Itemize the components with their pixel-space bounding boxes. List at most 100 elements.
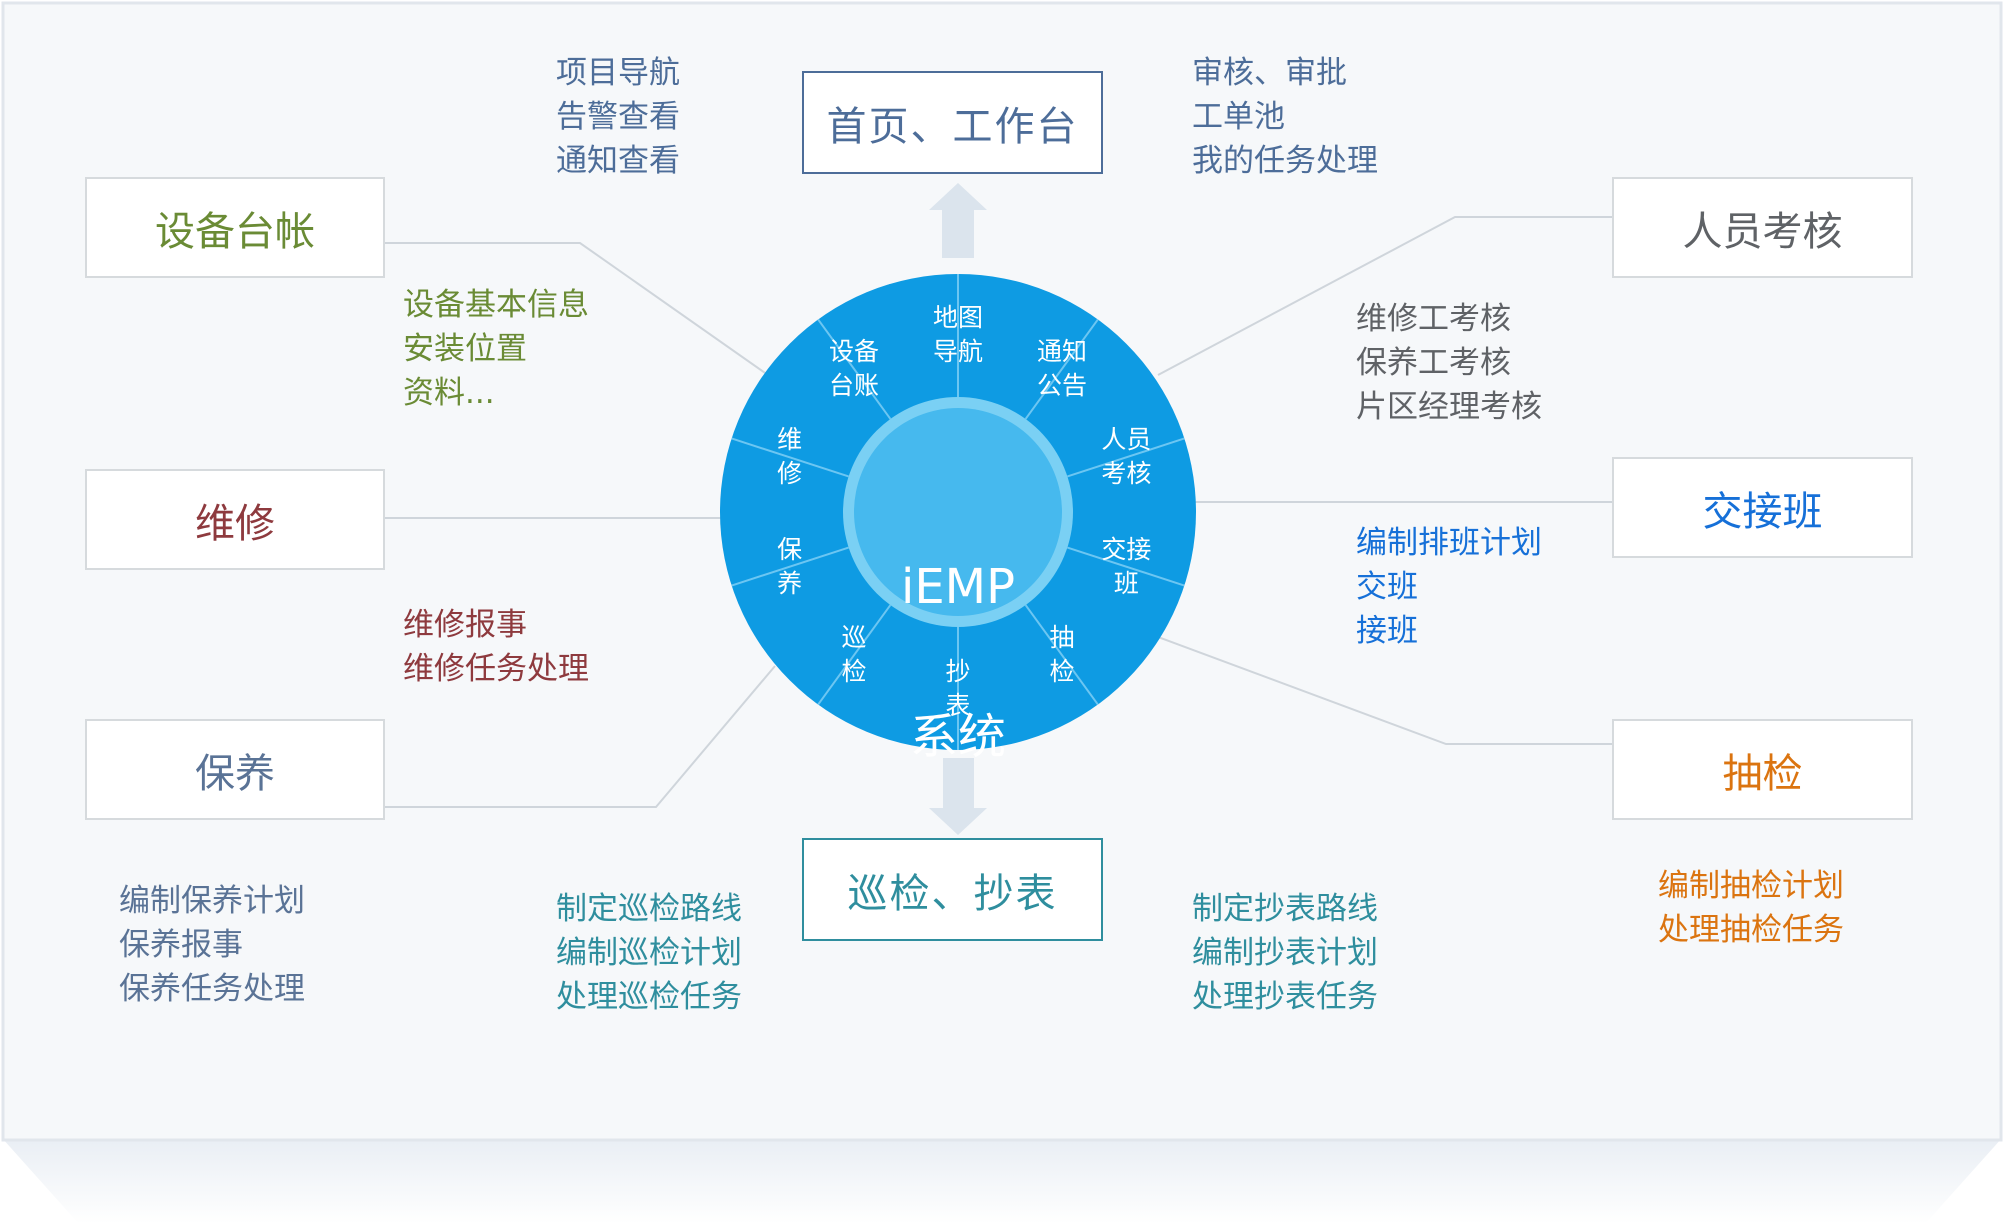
module-shift-box[interactable]: 交接班 — [1612, 457, 1913, 558]
list-item: 制定巡检路线 — [556, 891, 742, 927]
wheel-segment-label[interactable]: 抽检 — [1012, 615, 1112, 695]
list-item: 维修工考核 — [1356, 301, 1511, 337]
wheel-segment-text: 班 — [1113, 568, 1139, 598]
module-assessment-box[interactable]: 人员考核 — [1612, 177, 1913, 278]
wheel-divider — [817, 318, 892, 420]
spotcheck-list: 编制抽检计划 处理抽检任务 — [1658, 864, 1844, 952]
list-item: 保养工考核 — [1356, 345, 1511, 381]
wheel-segment-text: 台账 — [828, 370, 879, 400]
list-item: 处理巡检任务 — [556, 979, 742, 1015]
wheel-segment-text: 导航 — [932, 337, 983, 366]
connector-equipment — [385, 242, 769, 376]
equipment-list: 设备基本信息 安装位置 资料... — [403, 283, 589, 415]
hub-title-line1: iEMP — [900, 559, 1016, 615]
wheel-segment-label[interactable]: 设备台账 — [804, 329, 904, 409]
list-item: 通知查看 — [556, 143, 680, 179]
list-item: 编制抄表计划 — [1192, 935, 1378, 971]
wheel-segment-label[interactable]: 人员考核 — [1076, 417, 1176, 497]
connector-maintenance — [385, 665, 776, 808]
module-repair-box[interactable]: 维修 — [85, 469, 385, 570]
list-item: 维修任务处理 — [403, 651, 589, 687]
wheel-segment-text: 检 — [1049, 657, 1075, 687]
repair-list: 维修报事 维修任务处理 — [403, 603, 589, 691]
wheel-segment-text: 抽 — [1049, 623, 1075, 653]
wheel-segment-label[interactable]: 通知公告 — [1012, 329, 1112, 409]
module-home-title: 首页、工作台 — [826, 103, 1079, 150]
connector-assessment — [1157, 216, 1612, 376]
module-shift-title: 交接班 — [1702, 488, 1823, 535]
wheel-segment-label[interactable]: 抄表 — [908, 649, 1008, 729]
inspection-left-list: 制定巡检路线 编制巡检计划 处理巡检任务 — [556, 887, 742, 1019]
wheel-segment-text: 表 — [945, 691, 971, 720]
wheel-dividers — [731, 274, 1185, 750]
module-equipment-title: 设备台帐 — [155, 208, 315, 255]
maintenance-list: 编制保养计划 保养报事 保养任务处理 — [119, 879, 305, 1011]
wheel-segment-label[interactable]: 地图导航 — [908, 295, 1008, 375]
wheel-segment-label[interactable]: 保养 — [740, 527, 840, 607]
wheel-divider — [1024, 604, 1099, 706]
panel-shadow — [2, 1138, 2002, 1224]
list-item: 处理抄表任务 — [1192, 979, 1378, 1015]
list-item: 编制巡检计划 — [556, 935, 742, 971]
assessment-list: 维修工考核 保养工考核 片区经理考核 — [1356, 297, 1542, 429]
list-item: 编制抽检计划 — [1658, 868, 1844, 904]
shift-list: 编制排班计划 交班 接班 — [1356, 521, 1542, 653]
list-item: 资料... — [403, 375, 495, 411]
wheel-divider — [817, 604, 892, 706]
connector-spotcheck — [1149, 633, 1612, 745]
list-item: 接班 — [1356, 613, 1418, 649]
list-item: 设备基本信息 — [403, 287, 589, 323]
hub-title: iEMP 系统 — [858, 462, 1058, 862]
wheel-segment-label[interactable]: 巡检 — [804, 615, 904, 695]
list-item: 维修报事 — [403, 607, 527, 643]
list-item: 告警查看 — [556, 99, 680, 135]
arrow-up-icon — [929, 183, 987, 258]
hub-circle — [854, 408, 1062, 616]
module-spotcheck-title: 抽检 — [1722, 750, 1803, 797]
list-item: 制定抄表路线 — [1192, 891, 1378, 927]
wheel-divider — [731, 546, 849, 587]
module-maintenance-title: 保养 — [195, 750, 275, 797]
module-repair-title: 维修 — [195, 500, 275, 547]
wheel-segment-text: 养 — [777, 568, 803, 598]
wheel-segment-text: 交接 — [1101, 534, 1152, 564]
list-item: 处理抽检任务 — [1658, 912, 1844, 948]
wheel-segment-label[interactable]: 交接班 — [1076, 527, 1176, 607]
wheel-segment-text: 维 — [777, 425, 803, 455]
list-item: 片区经理考核 — [1356, 389, 1542, 425]
arrow-down-icon — [929, 758, 987, 835]
module-home-box[interactable]: 首页、工作台 — [802, 71, 1103, 174]
wheel-segment-text: 检 — [841, 657, 867, 687]
module-inspection-box[interactable]: 巡检、抄表 — [802, 838, 1103, 941]
inspection-right-list: 制定抄表路线 编制抄表计划 处理抄表任务 — [1192, 887, 1378, 1019]
wheel-divider — [1024, 318, 1099, 420]
wheel-segment-text: 修 — [777, 459, 803, 489]
list-item: 安装位置 — [403, 331, 527, 367]
list-item: 编制排班计划 — [1356, 525, 1542, 561]
wheel-divider — [731, 437, 849, 478]
wheel-segment-text: 公告 — [1037, 370, 1088, 400]
module-spotcheck-box[interactable]: 抽检 — [1612, 719, 1913, 820]
list-item: 保养报事 — [119, 927, 243, 963]
list-item: 我的任务处理 — [1192, 143, 1378, 179]
wheel-segment-text: 通知 — [1037, 336, 1088, 366]
list-item: 编制保养计划 — [119, 883, 305, 919]
wheel-segment-label[interactable]: 维修 — [740, 417, 840, 497]
wheel-divider — [1067, 437, 1185, 478]
module-equipment-box[interactable]: 设备台帐 — [85, 177, 385, 278]
list-item: 审核、审批 — [1192, 55, 1347, 91]
connector-lines — [385, 216, 1612, 808]
home-left-list: 项目导航 告警查看 通知查看 — [556, 51, 680, 183]
list-item: 项目导航 — [556, 55, 680, 91]
hub-title-line2: 系统 — [909, 709, 1006, 765]
module-maintenance-box[interactable]: 保养 — [85, 719, 385, 820]
list-item: 工单池 — [1192, 99, 1285, 135]
wheel-segment-text: 地图 — [932, 303, 983, 332]
wheel-segment-text: 保 — [777, 534, 803, 564]
home-right-list: 审核、审批 工单池 我的任务处理 — [1192, 51, 1378, 183]
wheel-segment-text: 抄 — [945, 657, 971, 686]
wheel-segment-text: 巡 — [841, 623, 867, 653]
list-item: 交班 — [1356, 569, 1418, 605]
module-inspection-title: 巡检、抄表 — [847, 870, 1058, 917]
